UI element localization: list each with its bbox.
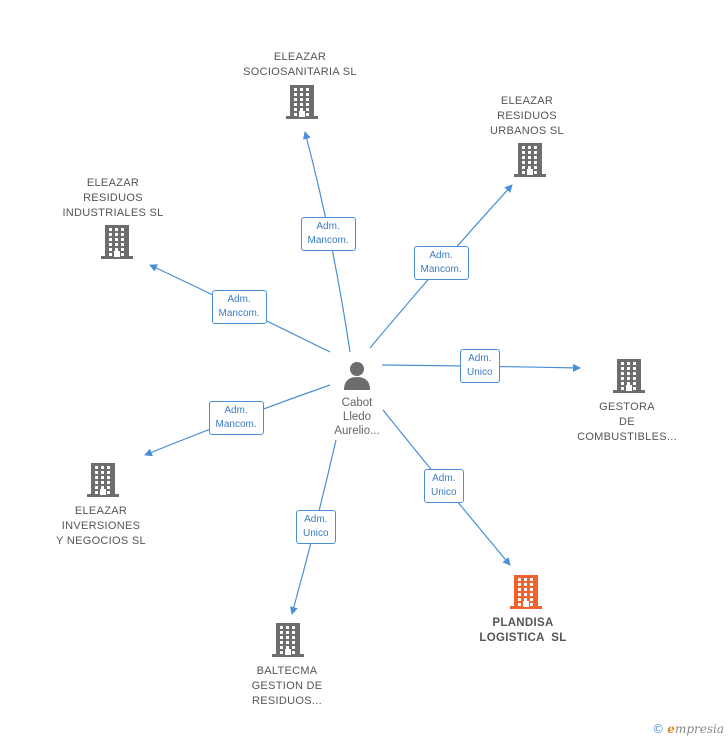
empresia-credit[interactable]: ©empresia: [652, 722, 724, 736]
building-icon[interactable]: [613, 359, 645, 398]
person-name[interactable]: Cabot Lledo Aurelio...: [334, 397, 380, 437]
company-label-socio[interactable]: ELEAZAR SOCIOSANITARIA SL: [243, 51, 357, 78]
role-badge-urbanos: Adm. Mancom.: [413, 246, 469, 280]
role-badge-socio: Adm. Mancom.: [300, 217, 356, 251]
role-badge-industriales: Adm. Mancom.: [211, 290, 267, 324]
role-badge-gestora: Adm. Unico: [460, 349, 500, 383]
brand-initial: e: [667, 722, 675, 736]
company-label-industriales[interactable]: ELEAZAR RESIDUOS INDUSTRIALES SL: [62, 177, 164, 219]
role-badge-plandisa: Adm. Unico: [424, 469, 464, 503]
building-icon[interactable]: [514, 143, 546, 182]
role-badge-inversiones: Adm. Mancom.: [208, 401, 264, 435]
company-label-urbanos[interactable]: ELEAZAR RESIDUOS URBANOS SL: [490, 95, 564, 137]
company-label-gestora[interactable]: GESTORA DE COMBUSTIBLES...: [577, 401, 677, 443]
building-icon[interactable]: [286, 85, 318, 124]
building-icon[interactable]: [101, 225, 133, 264]
role-badge-baltecma: Adm. Unico: [296, 510, 336, 544]
company-label-plandisa[interactable]: PLANDISA LOGISTICA SL: [479, 617, 567, 644]
building-icon[interactable]: [510, 575, 542, 614]
building-icon[interactable]: [87, 463, 119, 502]
copyright-icon: ©: [652, 722, 665, 736]
brand-name: mpresia: [674, 722, 724, 736]
company-label-inversiones[interactable]: ELEAZAR INVERSIONES Y NEGOCIOS SL: [56, 505, 146, 547]
company-label-baltecma[interactable]: BALTECMA GESTION DE RESIDUOS...: [251, 665, 323, 707]
building-icon[interactable]: [272, 623, 304, 662]
person-icon[interactable]: [342, 360, 372, 390]
